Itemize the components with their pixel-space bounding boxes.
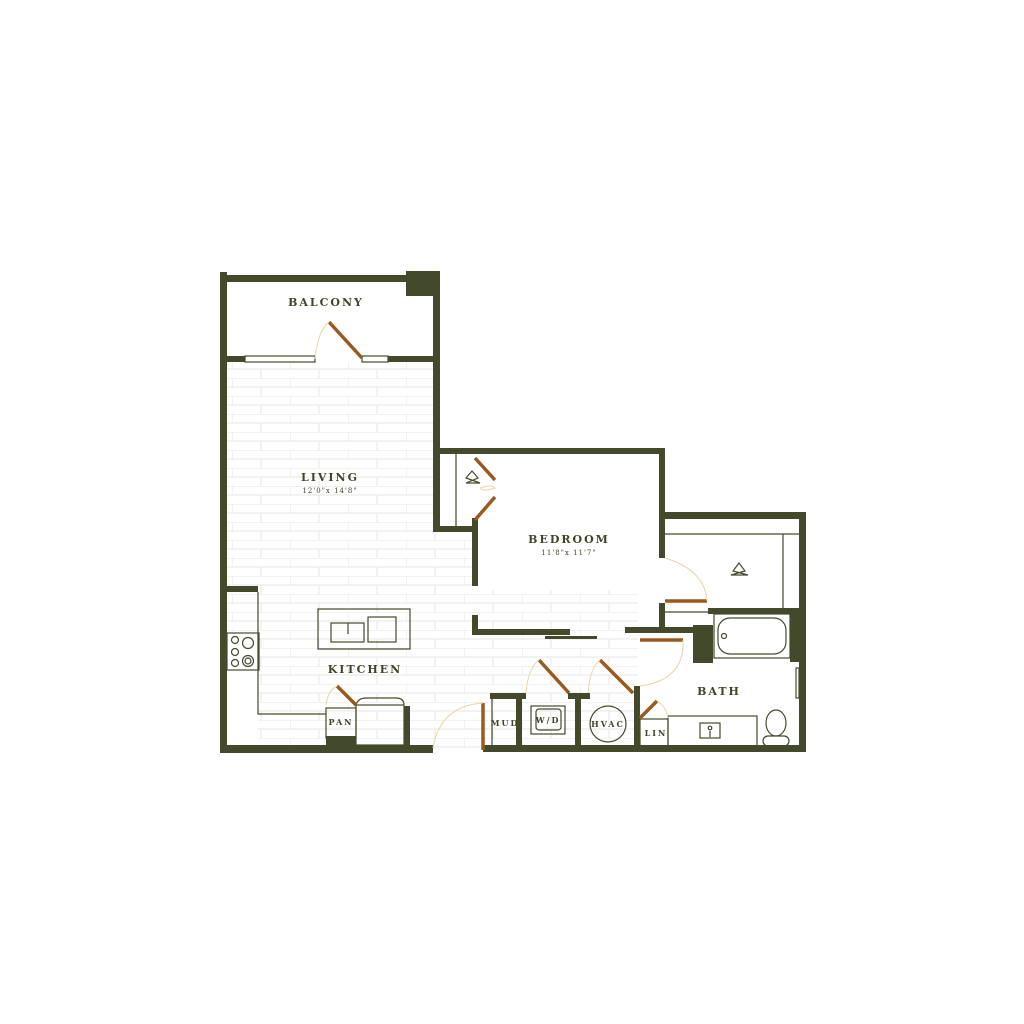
kitchen-island [317,608,411,650]
living-dimensions: 12'0"x 14'8" [302,487,357,495]
bedroom-dimensions: 11'8"x 11'7" [541,549,596,557]
label-kitchen: KITCHEN [328,663,402,676]
hanger-icon [464,470,481,484]
label-balcony: BALCONY [288,296,364,309]
hanger-icon [730,562,749,576]
label-pantry: PAN [329,717,354,727]
doors [314,320,708,750]
label-bath: BATH [697,685,741,698]
floor-tile [227,362,638,748]
label-living: LIVING [301,471,359,484]
label-mud: MUD [491,718,520,728]
walls [220,271,806,753]
fixtures [226,355,800,747]
label-linen: LIN [645,728,668,738]
label-hvac: HVAC [591,719,625,729]
label-bedroom: BEDROOM [528,533,610,546]
stove [226,632,260,671]
label-washer-dryer: W/D [535,715,561,725]
